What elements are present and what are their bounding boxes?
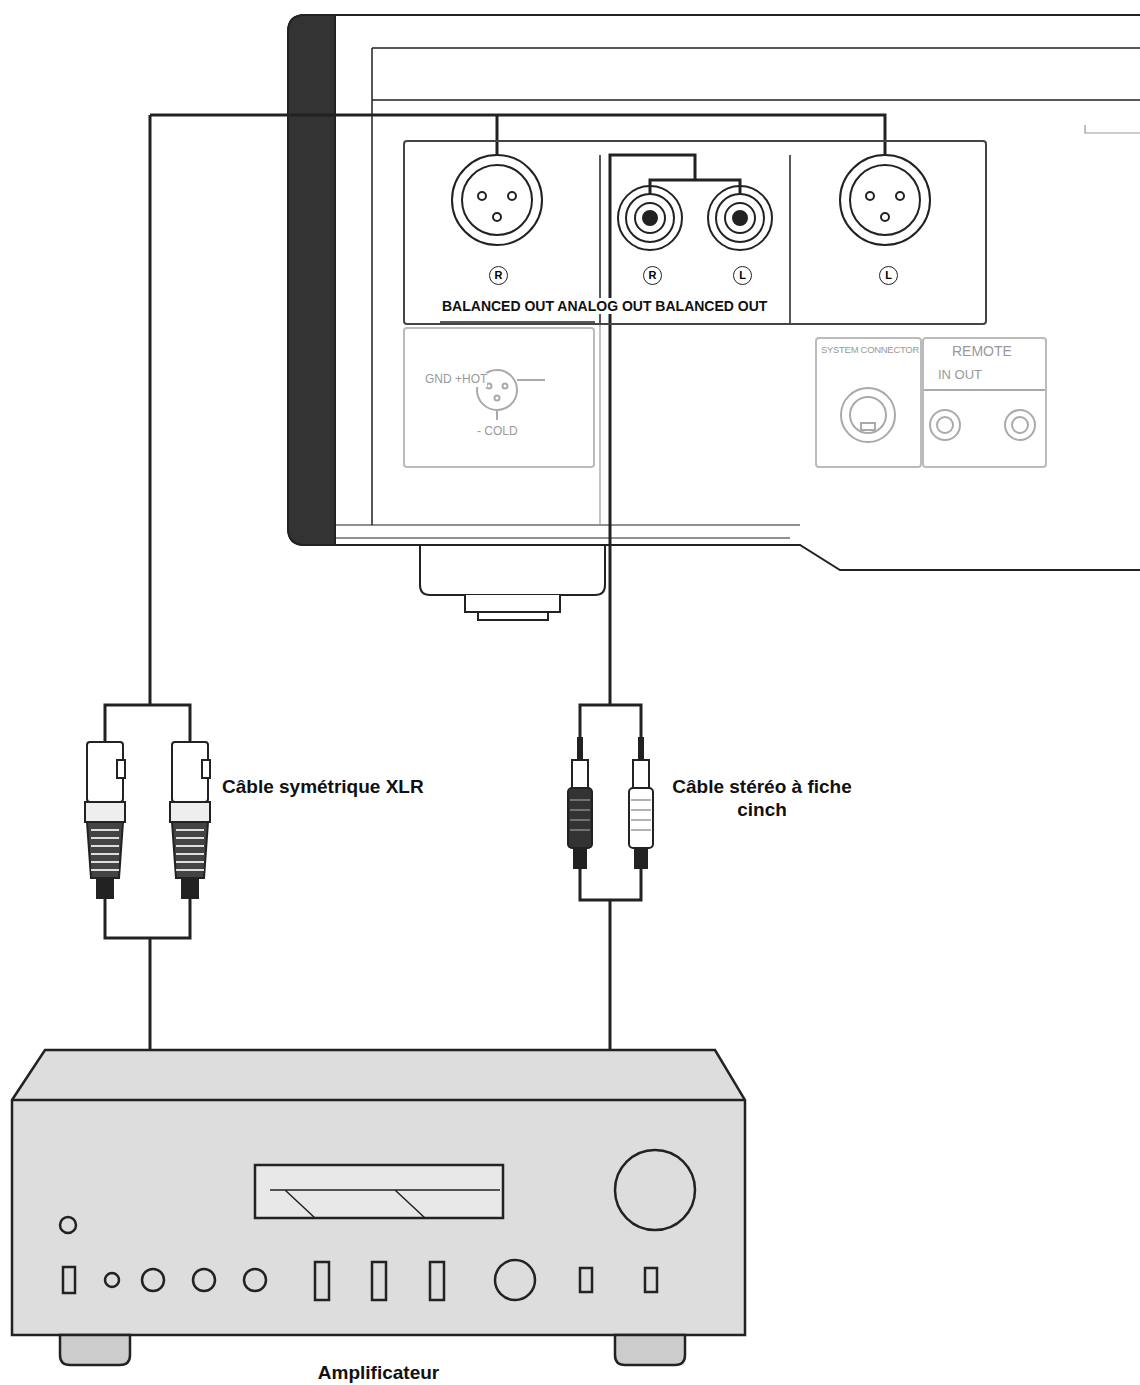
output-panel: R R L L BALANCED OUT ANALOG OUT BALANCED OUT [403, 140, 987, 325]
system-connector-box: SYSTEM CONNECTOR [815, 337, 922, 468]
port-label: REMOTE [952, 343, 1012, 359]
port-label: SYSTEM CONNECTOR [821, 345, 919, 356]
player-housing [288, 15, 1140, 620]
amplifier: Amplificateur [12, 1050, 745, 1385]
remote-box: REMOTE IN OUT [922, 337, 1047, 468]
pin-label: GND +HOT [425, 373, 487, 387]
xlr-plug [85, 742, 210, 898]
pin-info-box: GND +HOT - COLD [403, 327, 595, 468]
channel-mark: L [733, 266, 752, 285]
rca-plug [568, 738, 653, 868]
cable-label: Câble symétrique XLR [220, 776, 439, 799]
channel-mark: R [643, 266, 662, 285]
amplifier-body [12, 1050, 745, 1365]
port-label: IN OUT [938, 368, 982, 383]
output-jacks [440, 155, 930, 325]
channel-mark: R [489, 266, 508, 285]
pin-label: - COLD [477, 425, 518, 439]
cable [105, 115, 885, 1050]
cable [580, 325, 641, 1050]
device-label: Amplificateur [12, 1362, 745, 1384]
output-label: BALANCED OUT ANALOG OUT BALANCED OUT [442, 298, 767, 314]
cable-label: Câble stéréo à fiche cinch [655, 776, 869, 822]
channel-mark: L [879, 266, 898, 285]
